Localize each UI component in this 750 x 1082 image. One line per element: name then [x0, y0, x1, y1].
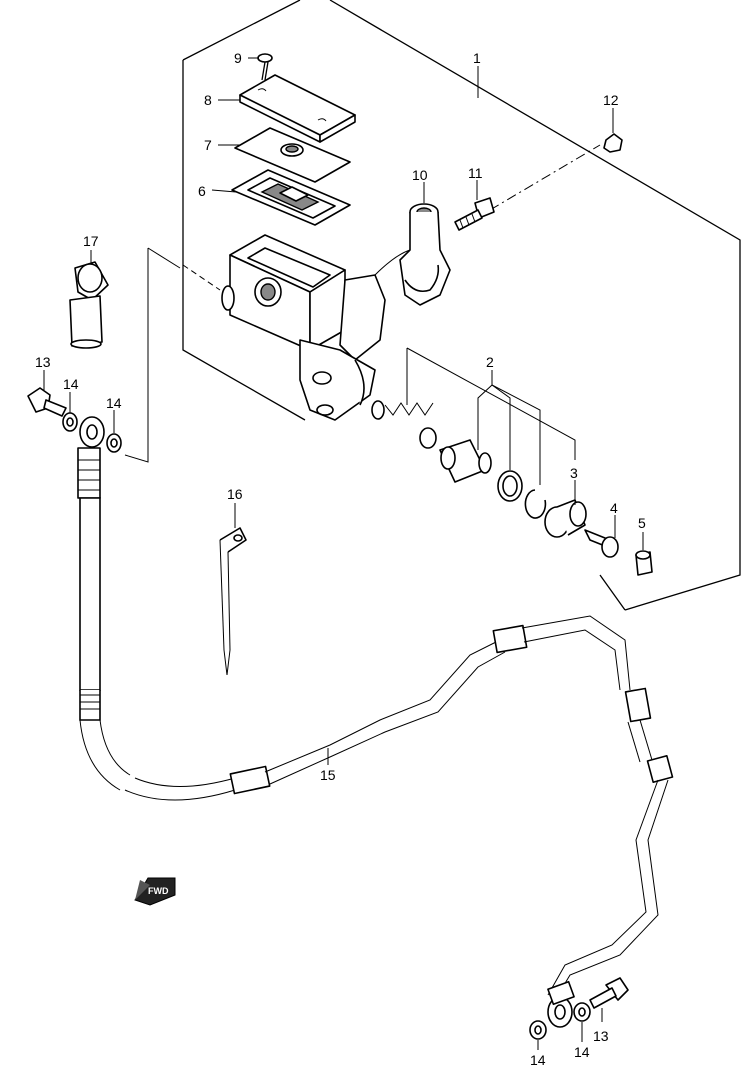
- callout-13-upper: 13: [35, 354, 51, 370]
- seal-part-3: [544, 499, 587, 538]
- diaphragm-plate-part-7: [234, 127, 351, 183]
- bolt-part-13-upper: [27, 387, 67, 417]
- callout-1: 1: [473, 50, 481, 66]
- hose-fitting-lower: [547, 980, 575, 1028]
- reservoir-cap-part-8: [239, 74, 356, 143]
- callout-14-lower-left: 14: [530, 1052, 546, 1068]
- master-cylinder-body: [221, 234, 386, 421]
- callout-7: 7: [204, 137, 212, 153]
- callout-13-lower: 13: [593, 1028, 609, 1044]
- washer-part-14-lower-left: [529, 1020, 547, 1040]
- screw-part-9: [257, 53, 273, 81]
- callout-14-lower-right: 14: [574, 1044, 590, 1060]
- nut-part-12: [603, 133, 623, 153]
- hose-fitting-upper: [77, 416, 105, 499]
- callout-12: 12: [603, 92, 619, 108]
- callout-5: 5: [638, 515, 646, 531]
- callout-17: 17: [83, 233, 99, 249]
- callout-15: 15: [320, 767, 336, 783]
- callout-labels: 1 2 3 4 5 6 7 8 9 10 11 12 13 14 14 15 1…: [35, 50, 646, 1068]
- fwd-badge: FWD: [148, 886, 169, 896]
- bolt-part-11: [454, 197, 495, 231]
- callout-14-upper-right: 14: [106, 395, 122, 411]
- callout-9: 9: [234, 50, 242, 66]
- callout-6: 6: [198, 183, 206, 199]
- pushrod-part-4: [584, 529, 619, 558]
- assembly-outline: [124, 0, 741, 611]
- boot-part-17: [69, 261, 109, 349]
- bolt-part-13-lower: [589, 977, 629, 1009]
- washer-part-14-upper-right: [106, 433, 122, 453]
- diaphragm-part-6: [231, 169, 351, 226]
- callout-8: 8: [204, 92, 212, 108]
- callout-10: 10: [412, 167, 428, 183]
- callout-16: 16: [227, 486, 243, 502]
- nut-part-5: [635, 550, 653, 576]
- leader-lines: [43, 57, 644, 1050]
- hose-part-15: [79, 497, 674, 1001]
- callout-14-upper-left: 14: [63, 376, 79, 392]
- piston-spring-part-2: [371, 400, 547, 519]
- callout-3: 3: [570, 465, 578, 481]
- washer-part-14-upper-left: [62, 412, 78, 432]
- clip-part-16: [219, 527, 247, 676]
- callout-4: 4: [610, 500, 618, 516]
- callout-11: 11: [468, 165, 483, 181]
- clamp-part-10: [374, 203, 451, 306]
- fwd-arrow-icon: FWD: [134, 877, 176, 906]
- callout-2: 2: [486, 354, 494, 370]
- washer-part-14-lower-right: [573, 1002, 591, 1022]
